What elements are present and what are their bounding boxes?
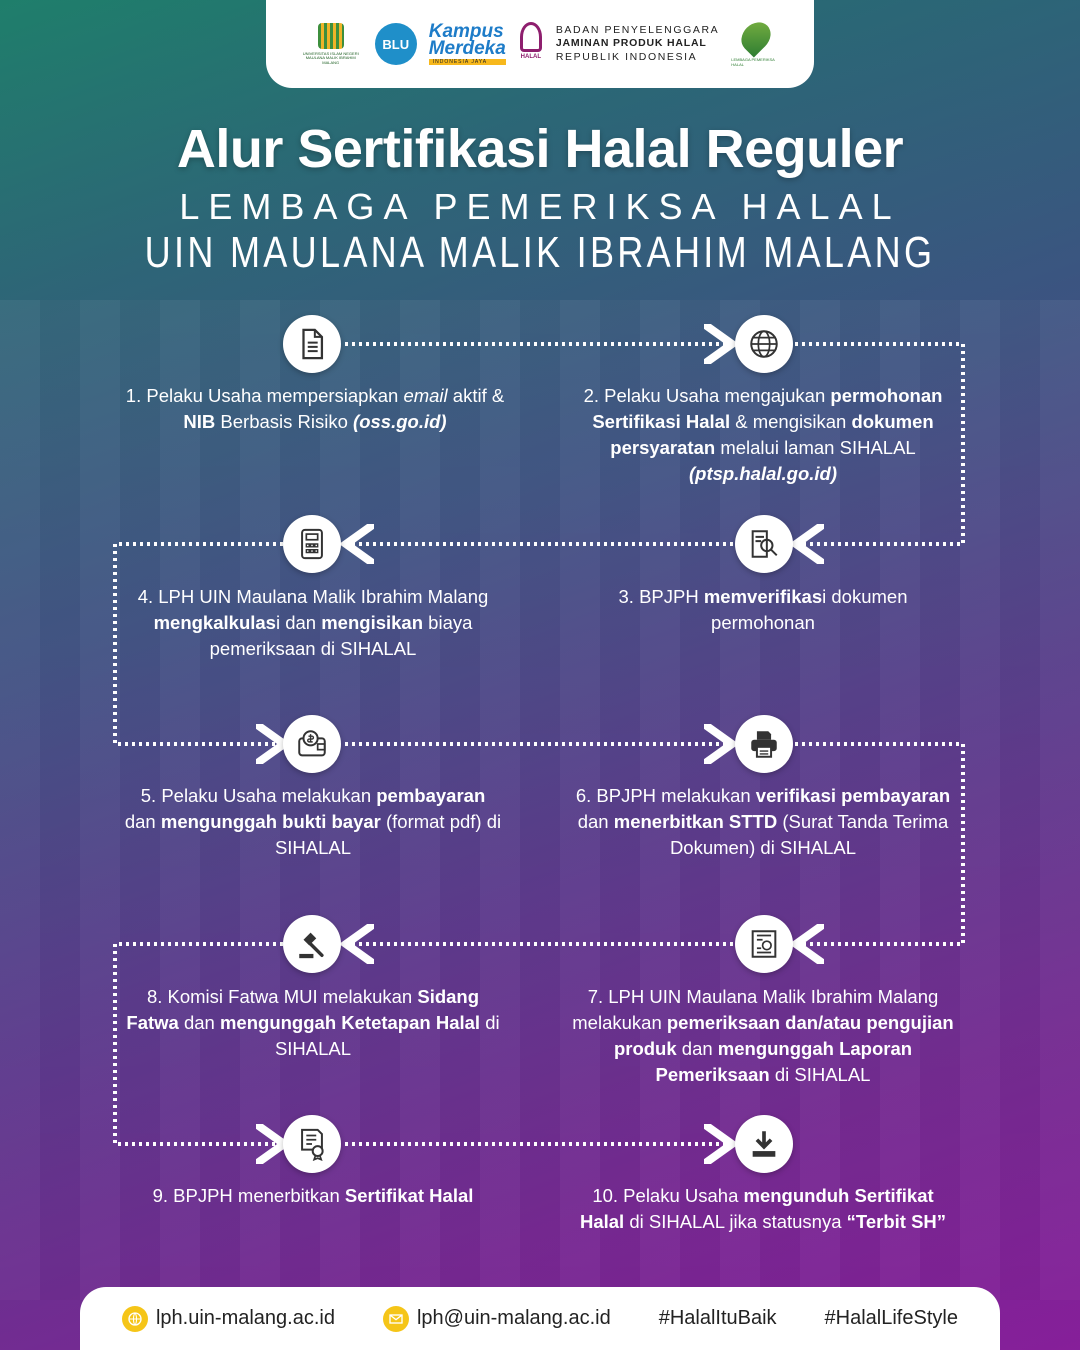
step-8-text-part: 8. Komisi Fatwa MUI melakukan: [146, 986, 418, 1007]
step-2-text-part: permohonan Sertifikasi Halal: [592, 385, 943, 432]
step-5: 5. Pelaku Usaha melakukan pembayaran dan…: [123, 783, 503, 861]
step-9-text-part: Sertifikat Halal: [344, 1185, 474, 1206]
download-icon: [735, 1115, 793, 1173]
step-9: 9. BPJPH menerbitkan Sertifikat Halal: [123, 1183, 503, 1209]
lph-logo: LEMBAGA PEMERIKSA HALAL: [731, 16, 781, 69]
blu-logo: BLU: [374, 23, 417, 65]
step-2-text-part: 2. Pelaku Usaha mengajukan: [583, 385, 831, 406]
logo-bar: UNIVERSITAS ISLAM NEGERI MAULANA MALIK I…: [266, 0, 814, 88]
bpjph-line2: JAMINAN PRODUK HALAL: [555, 37, 707, 50]
kampus-merdeka-line2: Merdeka: [428, 37, 506, 59]
halal-logo-text: HALAL: [520, 54, 541, 60]
step-7: 7. LPH UIN Maulana Malik Ibrahim Malang …: [563, 984, 963, 1088]
step-2-text-part: dokumen persyaratan: [610, 411, 934, 458]
step-6-text-part: 6. BPJPH melakukan: [575, 785, 756, 806]
certificate-icon: [283, 1115, 341, 1173]
footer-website[interactable]: lph.uin-malang.ac.id: [121, 1305, 335, 1332]
kampus-merdeka-tagline: INDONESIA JAYA: [428, 58, 506, 66]
step-4-text-part: mengisikan: [321, 612, 424, 633]
hashtag-halalitubaik: #HalalItuBaik: [658, 1307, 777, 1329]
footer-website-text[interactable]: lph.uin-malang.ac.id: [155, 1307, 335, 1329]
step-3-text-part: i dokumen permohonan: [711, 586, 908, 633]
halal-indonesia-logo: HALAL: [518, 22, 544, 66]
step-6-text-part: verifikasi pembayaran: [755, 785, 951, 806]
step-2-text-part: melalui laman SIHALAL: [715, 437, 916, 458]
bpjph-line3: REPUBLIK INDONESIA: [555, 50, 698, 63]
envelope-icon: [382, 1305, 409, 1332]
step-6-text-part: menerbitkan STTD: [613, 811, 778, 832]
calculator-icon: [283, 515, 341, 573]
step-8-text-part: mengunggah Ketetapan Halal: [219, 1012, 481, 1033]
report-icon: [735, 915, 793, 973]
step-10-text-part: di SIHALAL jika statusnya: [624, 1211, 847, 1232]
step-5-text-part: pembayaran: [376, 785, 486, 806]
step-8-text-part: Sidang Fatwa: [126, 986, 480, 1033]
uin-logo: UNIVERSITAS ISLAM NEGERI MAULANA MALIK I…: [299, 19, 363, 69]
step-1-text-part: NIB: [183, 411, 216, 432]
subtitle-lph: LEMBAGA PEMERIKSA HALAL: [179, 186, 901, 227]
step-5-text-part: 5. Pelaku Usaha melakukan: [140, 785, 377, 806]
step-1-text-part: Berbasis Risiko: [215, 411, 354, 432]
step-2: 2. Pelaku Usaha mengajukan permohonan Se…: [573, 383, 953, 487]
bpjph-name: BADAN PENYELENGGARA JAMINAN PRODUK HALAL…: [556, 24, 719, 63]
step-10-text-part: mengunduh Sertifikat Halal: [579, 1185, 934, 1232]
gavel-icon: [283, 915, 341, 973]
step-10-text-part: 10. Pelaku Usaha: [592, 1185, 744, 1206]
step-6: 6. BPJPH melakukan verifikasi pembayaran…: [573, 783, 953, 861]
footer-bar: lph.uin-malang.ac.id lph@uin-malang.ac.i…: [80, 1287, 1000, 1350]
step-4: 4. LPH UIN Maulana Malik Ibrahim Malang …: [123, 584, 503, 662]
uin-logo-mark: [317, 22, 344, 49]
step-7-text-part: pemeriksaan dan/atau pengujian produk: [613, 1012, 954, 1059]
step-7-text-part: 7. LPH UIN Maulana Malik Ibrahim Malang …: [572, 986, 939, 1033]
step-6-text-part: dan: [577, 811, 614, 832]
step-5-text-part: mengunggah bukti bayar: [160, 811, 381, 832]
document-search-icon: [735, 515, 793, 573]
footer-hashtag-1: #HalalItuBaik: [659, 1307, 777, 1330]
lph-leaf: [735, 16, 777, 58]
step-5-text-part: dan: [124, 811, 161, 832]
step-4-text-part: mengkalkulas: [153, 612, 276, 633]
step-4-text-part: biaya pemeriksaan di SIHALAL: [209, 612, 473, 659]
step-1-text-part: (oss.go.id): [353, 411, 447, 432]
step-3: 3. BPJPH memverifikasi dokumen permohona…: [573, 584, 953, 636]
step-10: 10. Pelaku Usaha mengunduh Sertifikat Ha…: [573, 1183, 953, 1235]
document-icon: [283, 315, 341, 373]
step-3-text-part: memverifikas: [703, 586, 823, 607]
footer-hashtag-2: #HalalLifeStyle: [825, 1307, 958, 1330]
step-7-text-part: di SIHALAL: [769, 1064, 871, 1085]
step-2-text-part: (ptsp.halal.go.id): [689, 463, 837, 484]
step-1-text-part: email: [403, 385, 448, 406]
footer-email[interactable]: lph@uin-malang.ac.id: [382, 1305, 611, 1332]
kampus-merdeka-line1: Kampus: [428, 20, 504, 42]
step-8-text-part: dan: [178, 1012, 220, 1033]
footer-email-text[interactable]: lph@uin-malang.ac.id: [416, 1307, 611, 1329]
step-2-text-part: & mengisikan: [730, 411, 852, 432]
step-1-text-part: 1. Pelaku Usaha mempersiapkan: [125, 385, 404, 406]
step-3-text-part: 3. BPJPH: [618, 586, 704, 607]
globe-icon: [735, 315, 793, 373]
step-8: 8. Komisi Fatwa MUI melakukan Sidang Fat…: [123, 984, 503, 1062]
printer-icon: [735, 715, 793, 773]
halal-glyph: [519, 22, 542, 52]
step-10-text-part: “Terbit SH”: [846, 1211, 947, 1232]
bpjph-line1: BADAN PENYELENGGARA: [555, 24, 720, 37]
step-1-text-part: aktif &: [447, 385, 505, 406]
step-1: 1. Pelaku Usaha mempersiapkan email akti…: [125, 383, 505, 435]
page-title: Alur Sertifikasi Halal Reguler: [176, 119, 904, 179]
step-8-text-part: di SIHALAL: [274, 1012, 500, 1059]
wallet-money-icon: [283, 715, 341, 773]
subtitle-uin: UIN MAULANA MALIK IBRAHIM MALANG: [144, 228, 936, 277]
globe-icon: [121, 1305, 148, 1332]
step-4-text-part: 4. LPH UIN Maulana Malik Ibrahim Malang: [137, 586, 489, 607]
step-5-text-part: (format pdf) di SIHALAL: [274, 811, 502, 858]
step-7-text-part: mengunggah Laporan Pemeriksaan: [655, 1038, 913, 1085]
uin-logo-text: UNIVERSITAS ISLAM NEGERI MAULANA MALIK I…: [302, 50, 359, 65]
step-7-text-part: dan: [676, 1038, 718, 1059]
hashtag-halallifestyle: #HalalLifeStyle: [824, 1307, 958, 1329]
step-4-text-part: i dan: [275, 612, 322, 633]
lph-logo-text: LEMBAGA PEMERIKSA HALAL: [731, 57, 775, 67]
kampus-merdeka-logo: Kampus Merdeka INDONESIA JAYA: [428, 20, 506, 66]
step-9-text-part: 9. BPJPH menerbitkan: [152, 1185, 345, 1206]
step-6-text-part: (Surat Tanda Terima Dokumen) di SIHALAL: [669, 811, 949, 858]
